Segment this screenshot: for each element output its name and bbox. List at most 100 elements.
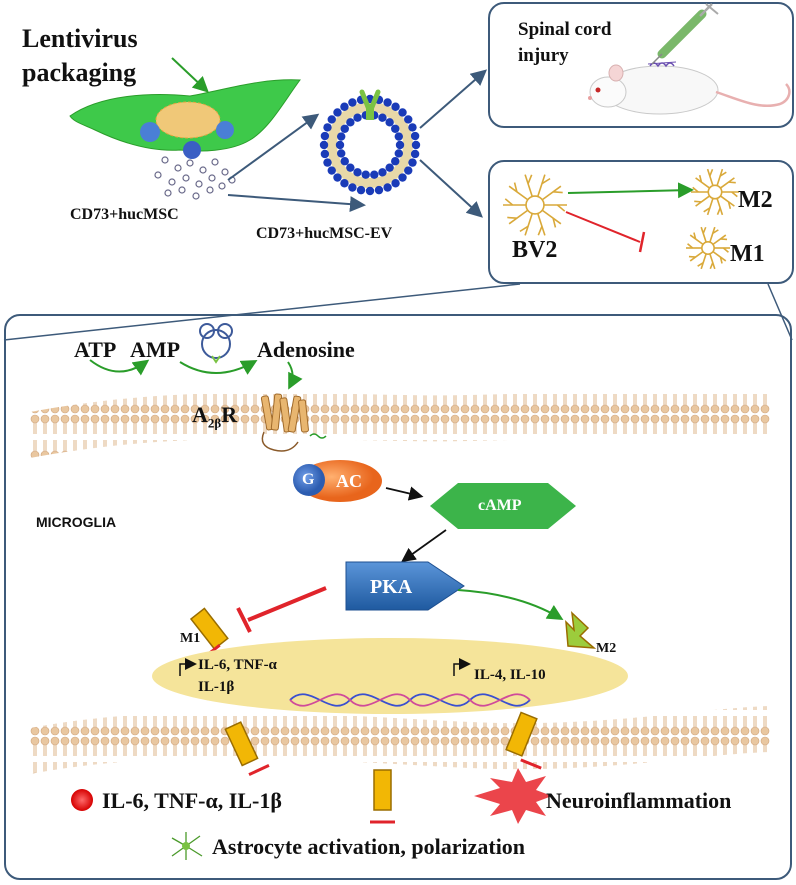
- m1-genes-line2: IL-1β: [198, 679, 235, 695]
- vesicle-bead: [365, 186, 375, 196]
- vesicle-bead: [383, 98, 392, 107]
- m1-label: M1: [730, 241, 765, 267]
- m2-marker-label: M2: [596, 641, 617, 656]
- bv2-panel: [488, 160, 794, 284]
- vesicle-bead: [391, 157, 400, 166]
- mouse-icon: [588, 61, 791, 115]
- bv2-to-m2-arrow: [567, 182, 694, 199]
- starburst-icon: [474, 768, 552, 824]
- small-vesicle-icon: [199, 323, 233, 364]
- camp-pka-arrow: [401, 529, 447, 563]
- injury-label-line1: Spinal cord: [518, 19, 612, 40]
- microglia-cell: [691, 168, 739, 216]
- vesicle-bead: [340, 157, 349, 166]
- cell-icon: [69, 79, 301, 159]
- vesicle-bead: [323, 158, 332, 167]
- m2-arrow-block-icon: [565, 611, 597, 649]
- syringe-icon: [651, 3, 719, 65]
- vesicle-bead: [319, 140, 329, 150]
- vesicle-bead: [391, 179, 400, 188]
- bv2-to-m1-inhibition: [565, 211, 641, 243]
- nucleus-ellipse: [152, 638, 628, 714]
- vesicle-bead: [410, 149, 420, 159]
- cytokine-block-icon: [224, 721, 270, 777]
- vesicle-bead: [348, 98, 357, 107]
- promoter-arrow-m2: [453, 658, 471, 676]
- astrocyte-block-icon: [370, 769, 395, 824]
- vesicle-protein: [359, 89, 381, 120]
- vesicle-bead: [394, 132, 403, 141]
- adenosine-label: Adenosine: [257, 337, 355, 362]
- camp-diamond: [430, 483, 576, 529]
- lentivirus-arrow: [171, 57, 209, 93]
- ev-label: CD73+hucMSC-EV: [256, 225, 393, 242]
- receptor-icon: [260, 393, 327, 452]
- vesicle-bead: [391, 102, 400, 111]
- cell-to-ev-arrow-2: [227, 194, 366, 213]
- pka-label: PKA: [370, 576, 413, 598]
- g-protein-label: G: [302, 471, 315, 488]
- vesicle-bead: [385, 163, 394, 172]
- amp-label: AMP: [130, 337, 181, 362]
- vesicle-bead: [346, 118, 355, 127]
- vesicle-bead: [378, 113, 387, 122]
- pka-shape: [345, 561, 465, 611]
- vesicle-bead: [370, 170, 379, 179]
- vesicle-bead: [346, 163, 355, 172]
- vesicle-bead: [333, 108, 342, 117]
- ac-camp-arrow: [385, 486, 424, 501]
- membrane-top: [30, 390, 770, 458]
- atp-amp-arrow: [89, 359, 150, 376]
- m1-genes-line1: IL-6, TNF-α: [198, 657, 277, 673]
- vesicle-bead: [374, 185, 384, 195]
- vesicle-bead: [340, 124, 349, 133]
- microglia-label: MICROGLIA: [36, 514, 117, 530]
- vesicle-bead: [408, 123, 417, 132]
- vesicle-bead: [398, 108, 407, 117]
- receptor-label-a: A: [192, 402, 208, 427]
- amp-adenosine-arrow: [179, 360, 258, 375]
- vesicle-bead: [356, 185, 366, 195]
- ac-label: AC: [336, 471, 362, 491]
- vesicle-bead: [404, 166, 413, 175]
- vesicle-bead: [340, 179, 349, 188]
- vesicle-bead: [361, 170, 370, 179]
- vesicle-bead: [408, 158, 417, 167]
- vesicle-bead: [348, 183, 357, 192]
- neuroinflammation-label: Neuroinflammation: [546, 788, 732, 813]
- vesicle-bead: [327, 115, 336, 124]
- astrocyte-icon: [171, 832, 203, 860]
- lentivirus-label-line1: Lentivirus: [22, 24, 138, 53]
- promoter-arrow-m1: [179, 658, 197, 676]
- ev-particles: [154, 156, 236, 200]
- vesicle-bead: [394, 149, 403, 158]
- m2-genes: IL-4, IL-10: [474, 667, 546, 683]
- vesicle-bead: [404, 115, 413, 124]
- vesicle-bead: [385, 118, 394, 127]
- vesicle-bead: [391, 124, 400, 133]
- cell-label: CD73+hucMSC: [70, 206, 179, 223]
- receptor-label-r: R: [221, 402, 238, 427]
- vesicle-bead: [327, 166, 336, 175]
- vesicle-bead: [337, 149, 346, 158]
- vesicle-bead: [378, 168, 387, 177]
- neuroinflammation-block-icon: [505, 711, 542, 770]
- vesicle-bead: [340, 102, 349, 111]
- cell-to-ev-arrow-1: [227, 113, 320, 181]
- ev-to-injury-arrow: [419, 69, 488, 129]
- g-protein-circle: [293, 464, 325, 496]
- vesicle-bead: [353, 168, 362, 177]
- pka-m2-arrow: [457, 589, 564, 621]
- vesicle-bead: [337, 132, 346, 141]
- vesicle-bead: [320, 149, 330, 159]
- vesicle-bead: [323, 123, 332, 132]
- microglia-icon: [503, 168, 739, 270]
- receptor-label-sub: 2β: [207, 415, 222, 431]
- vesicle-bead: [320, 131, 330, 141]
- adenosine-receptor-arrow: [287, 361, 303, 390]
- injury-label-line2: injury: [518, 45, 569, 66]
- vesicle-bead: [410, 131, 420, 141]
- dna-icon: [289, 693, 531, 707]
- vesicle-bead: [333, 173, 342, 182]
